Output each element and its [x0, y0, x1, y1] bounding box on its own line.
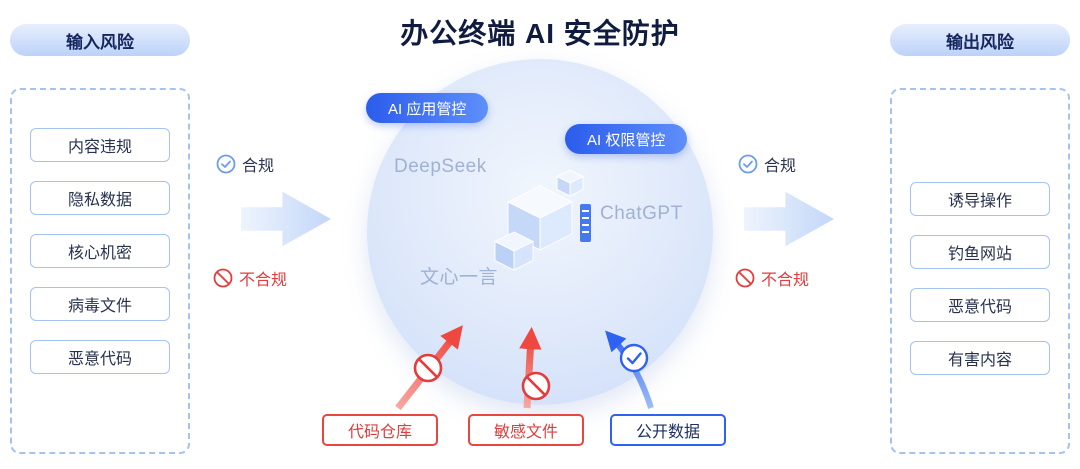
source-code-repo: 代码仓库 [322, 414, 438, 446]
input-risk-badge: 输入风险 [10, 24, 190, 56]
ai-app-control-badge: AI 应用管控 [366, 93, 489, 123]
striped-bar-decoration [580, 204, 591, 242]
output-risk-item: 诱导操作 [910, 182, 1050, 216]
ai-model-deepseek: DeepSeek [394, 156, 487, 177]
flow-noncompliant-label: 不合规 [761, 272, 810, 289]
flow-compliant-right: 合规 [738, 152, 796, 176]
prohibit-circle-icon [213, 268, 233, 288]
output-flow-arrow [744, 191, 834, 247]
ai-model-chatgpt: ChatGPT [600, 203, 683, 224]
ai-cube-illustration [493, 169, 591, 271]
output-risk-panel: 诱导操作 钓鱼网站 恶意代码 有害内容 [890, 88, 1070, 454]
check-circle-icon [216, 154, 236, 174]
flow-compliant-label: 合规 [764, 158, 797, 175]
ai-permission-control-badge: AI 权限管控 [565, 124, 688, 154]
input-risk-item: 恶意代码 [30, 340, 170, 374]
input-risk-item: 隐私数据 [30, 181, 170, 215]
flow-noncompliant-label: 不合规 [239, 272, 288, 289]
output-risk-item: 有害内容 [910, 341, 1050, 375]
check-circle-icon [738, 154, 758, 174]
input-flow-arrow [241, 191, 331, 247]
input-risk-item: 病毒文件 [30, 287, 170, 321]
page-title: 办公终端 AI 安全防护 [400, 18, 680, 49]
input-risk-item: 核心机密 [30, 234, 170, 268]
output-risk-item: 钓鱼网站 [910, 235, 1050, 269]
flow-noncompliant-right: 不合规 [735, 266, 809, 290]
source-public-data: 公开数据 [610, 414, 726, 446]
flow-compliant-left: 合规 [216, 152, 274, 176]
output-risk-badge: 输出风险 [890, 24, 1070, 56]
input-risk-item: 内容违规 [30, 128, 170, 162]
output-risk-item: 恶意代码 [910, 288, 1050, 322]
ai-model-wenxin: 文心一言 [420, 267, 499, 288]
source-sensitive-files: 敏感文件 [468, 414, 584, 446]
input-risk-panel: 内容违规 隐私数据 核心机密 病毒文件 恶意代码 [10, 88, 190, 454]
flow-noncompliant-left: 不合规 [213, 266, 287, 290]
flow-compliant-label: 合规 [242, 158, 275, 175]
prohibit-circle-icon [735, 268, 755, 288]
